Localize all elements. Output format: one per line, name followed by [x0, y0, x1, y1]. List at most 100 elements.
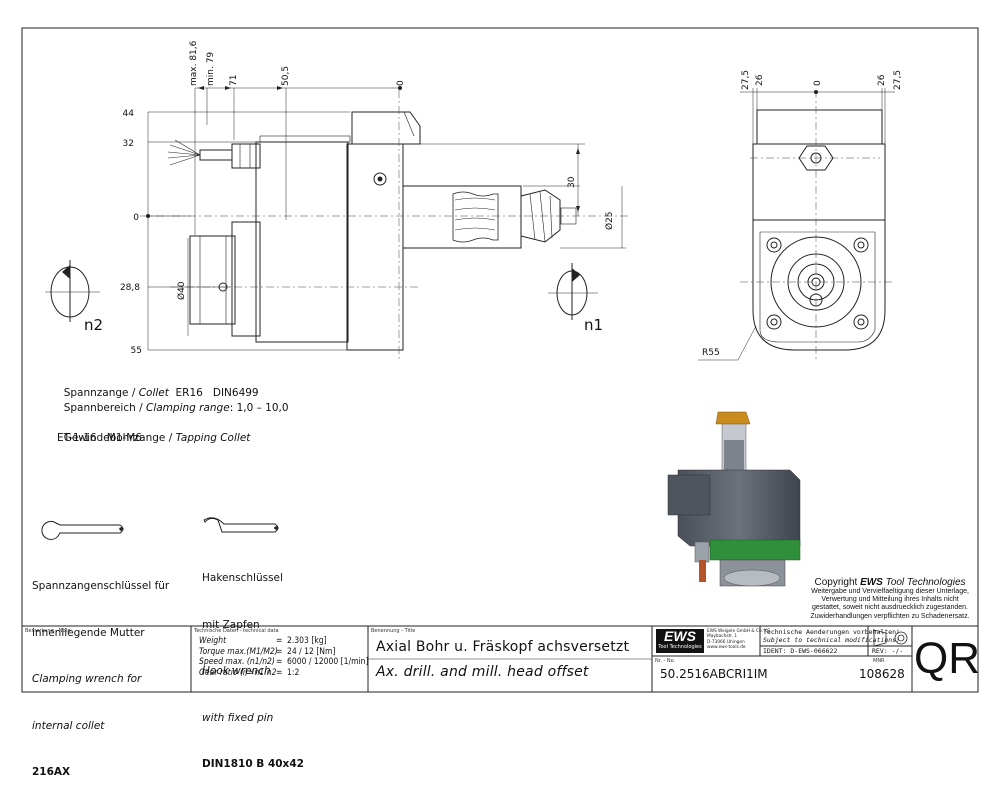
collet-note: Spannzange / Collet ER16 DIN6499 [57, 371, 259, 401]
dim-27-5-right: 27,5 [893, 70, 903, 90]
ratio-label: Gear ratio (i)=n1:n2 [199, 667, 277, 678]
dim-50-5: 50,5 [281, 66, 291, 86]
side-centerlines [140, 90, 630, 360]
weight-value: 2.303 [kg] [287, 636, 327, 646]
title-label: Benennung - Title [371, 628, 416, 634]
copyright-line-3: gestattet, soweit nicht ausdruecklich zu… [811, 604, 969, 612]
drawing-frame [21, 27, 979, 693]
tapping-label-en: Tapping Collet [175, 432, 251, 444]
company-city: D-73066 Uhingen [707, 639, 745, 645]
front-upper-body [752, 143, 886, 221]
spindle-flange [231, 221, 261, 337]
bolt-bl [766, 314, 782, 330]
dim-27-5-left: 27,5 [741, 70, 751, 90]
bolt-tr [853, 237, 869, 253]
torque-value: 24 / 12 [Nm] [287, 646, 336, 657]
weight-label: Weight [199, 636, 227, 646]
copyright-block: Copyright EWS Tool Technologies Weiterga… [805, 577, 975, 621]
clamping-range-note: Spannbereich / Clamping range: 1,0 – 10,… [57, 386, 289, 416]
wrench1-de-line2: innenliegende Mutter [32, 626, 145, 639]
tech-eq-col: = = = = [276, 636, 282, 678]
wrench2-en-line2: with fixed pin [202, 711, 274, 724]
title-block-grid [22, 625, 978, 692]
technical-drawing: 44 32 0 28,8 55 max. 81,6 min. 79 71 50,… [21, 27, 979, 693]
inner-body [255, 141, 349, 343]
collet-label-de: Spannzange / [63, 387, 139, 399]
wrench2-code: DIN1810 B 40x42 [202, 758, 304, 770]
note-label: Bemerkung - Note [25, 628, 71, 634]
collet-spring [452, 191, 499, 243]
bolt-tl [766, 237, 782, 253]
projection-symbol-icon [873, 629, 908, 647]
rev-value: -/- [891, 647, 904, 655]
hook-wrench-icon [203, 517, 279, 533]
nr-label: Nr. - No. [655, 658, 676, 664]
dim-44: 44 [123, 109, 135, 119]
wrench2-de-line2: mit Zapfen [202, 618, 260, 631]
front-view [752, 109, 886, 351]
copyright-line-2: Verwertung und Mitteilung ihres Inhalts … [821, 596, 959, 604]
dim-0-top: 0 [396, 80, 406, 86]
wrench2-en-line1: Hook wrench [202, 665, 271, 677]
front-top-block [756, 109, 883, 145]
speed-label: Speed max. (n1/n2) [199, 657, 275, 667]
torque-label: Torque max.(M1/M2) [199, 646, 278, 657]
logo-subtext: Tool Technologies [658, 644, 702, 650]
company-web: www.ews-tools.de [707, 645, 746, 651]
milling-cutter [520, 189, 561, 243]
change-notice: Technische Aenderungen vorbehalten! Subj… [763, 628, 900, 644]
tech-values: 2.303 [kg] 24 / 12 [Nm] 6000 / 12000 [1/… [287, 636, 368, 678]
company-name: EWS Weigele GmbH & Co. KG [707, 629, 771, 634]
wrench2-de-line1: Hakenschlüssel [202, 572, 283, 584]
dim-d25: Ø25 [604, 211, 615, 230]
eq-1: = [276, 636, 283, 646]
ratio-value: 1:2 [287, 667, 300, 678]
ews-logo: EWS Tool Technologies [656, 629, 704, 653]
rev-field: REV: -/- [872, 647, 903, 655]
mnr-number: 108628 [859, 667, 905, 681]
change-en: Subject to technical modifications! [763, 636, 900, 644]
screw-head [373, 172, 387, 186]
wrench1-de-line1: Spannzangenschlüssel für [32, 580, 170, 592]
copyright-title: Copyright EWS Tool Technologies [805, 577, 975, 588]
collet-spec: ER16 DIN6499 [168, 387, 259, 399]
wrench1-text: Spannzangenschlüssel für innenliegende M… [32, 548, 169, 796]
clamping-wrench-icon [41, 520, 124, 540]
part-number: 50.2516ABCRI1IM [660, 667, 768, 681]
front-dim-labels: 27,5 26 0 26 27,5 R55 [702, 70, 903, 358]
company-address: EWS Weigele GmbH & Co. KG Maybachstr. 1 … [707, 629, 770, 651]
copyright-line-1: Weitergabe und Vervielfaeltigung dieser … [811, 588, 969, 595]
mnr-label: MNR [873, 658, 885, 664]
render-cutter [715, 411, 751, 425]
front-dimensions [698, 88, 895, 361]
range-label-en: Clamping range [146, 402, 230, 414]
top-clamp-block [351, 111, 421, 145]
tech-labels: Weight Torque max.(M1/M2) Speed max. (n1… [199, 636, 278, 678]
dim-0-front: 0 [813, 80, 823, 86]
side-dimensions [147, 87, 626, 351]
qr-code-text: QR [914, 634, 980, 683]
wrench1-en-line1: Clamping wrench for [32, 673, 142, 685]
collet-label-en: Collet [138, 387, 169, 399]
dim-26-right: 26 [877, 74, 887, 86]
ident-label: IDENT: [763, 647, 787, 655]
dim-28-8: 28,8 [120, 283, 140, 293]
tapping-spec: ET-1-16 M1-M6 [57, 432, 142, 444]
coolant-fitting [231, 143, 261, 169]
eq-4: = [276, 667, 283, 678]
dim-d40: Ø40 [176, 281, 187, 300]
title-german: Axial Bohr u. Fräskopf achsversetzt [376, 639, 630, 655]
wrench1-code: 216AX [32, 766, 71, 778]
rotation-n1-label: n1 [584, 316, 603, 334]
bolt-br [853, 314, 869, 330]
rev-label: REV: [872, 647, 888, 655]
rotation-n2-label: n2 [84, 316, 103, 334]
side-view [167, 111, 577, 351]
dim-min-79: min. 79 [206, 52, 216, 86]
eq-3: = [276, 657, 283, 667]
speed-value: 6000 / 12000 [1/min] [287, 657, 369, 667]
wrench1-en-line2: internal collet [32, 719, 105, 732]
spindle-nut [189, 235, 236, 325]
copyright-prefix: Copyright [814, 577, 861, 588]
ident-field: IDENT: D-EWS-066622 [763, 647, 837, 655]
